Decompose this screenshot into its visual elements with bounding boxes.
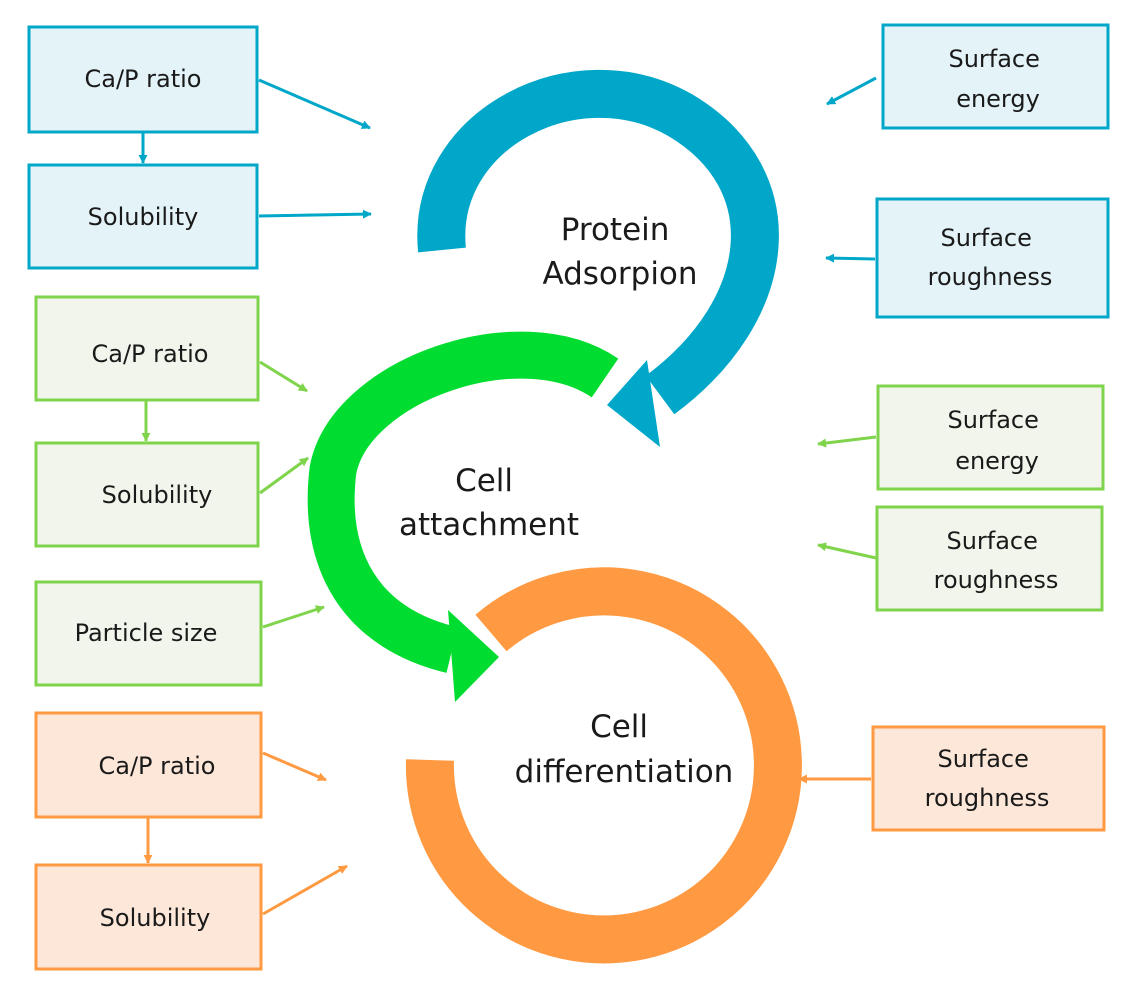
arrow-blue-roughness-to-protein xyxy=(825,253,876,263)
cell-attachment-cycle: Cell attachment xyxy=(307,331,619,702)
green-particle-size-label: Particle size xyxy=(75,619,218,647)
green-surface-roughness-line1: Surface xyxy=(946,527,1037,555)
arrow-blue-solubility-to-protein xyxy=(258,209,372,219)
blue-surface-roughness-line1: Surface xyxy=(940,224,1031,252)
blue-surface-energy-box: Surface energy xyxy=(881,23,1110,130)
cell-attachment-label-line1: Cell xyxy=(455,463,513,499)
arrow-blue-energy-to-protein xyxy=(826,76,877,106)
green-surface-roughness-line2: roughness xyxy=(934,566,1059,594)
arrow-green-ca-p-to-attachment xyxy=(259,360,308,393)
arrow-blue-ca-p-to-protein xyxy=(258,78,371,130)
blue-ca-p-ratio-box: Ca/P ratio xyxy=(27,25,259,134)
protein-adsorption-label: Protein Adsorpion xyxy=(542,212,697,292)
green-surface-energy-line1: Surface xyxy=(947,406,1038,434)
orange-solubility-box: Solubility xyxy=(34,863,263,971)
arrow-green-particle-to-attachment xyxy=(262,605,325,629)
blue-surface-roughness-line2: roughness xyxy=(928,263,1053,291)
blue-surface-energy-line2: energy xyxy=(956,85,1040,113)
green-particle-size-box: Particle size xyxy=(34,580,263,687)
protein-adsorption-cycle: Protein Adsorpion xyxy=(417,69,779,447)
blue-ca-p-ratio-label: Ca/P ratio xyxy=(85,65,202,93)
cell-differentiation-arc xyxy=(405,567,802,964)
arrow-green-solubility-to-attachment xyxy=(259,456,309,495)
arrow-green-roughness-to-attachment xyxy=(817,542,877,560)
green-surface-energy-label: Surface energy xyxy=(947,406,1046,475)
green-surface-roughness-box: Surface roughness xyxy=(875,505,1104,612)
cell-attachment-arrowhead xyxy=(448,610,499,702)
green-surface-energy-box: Surface energy xyxy=(876,384,1105,491)
cell-attachment-label: Cell attachment xyxy=(399,463,579,543)
cell-differentiation-cycle: Cell differentiation xyxy=(405,567,802,964)
arrow-orange-ca-p-to-differentiation xyxy=(262,751,327,782)
orange-ca-p-ratio-box: Ca/P ratio xyxy=(34,711,263,819)
arrow-green-energy-to-attachment xyxy=(817,435,877,448)
blue-surface-roughness-box: Surface roughness xyxy=(875,197,1110,319)
blue-solubility-box: Solubility xyxy=(27,163,259,270)
blue-surface-energy-label: Surface energy xyxy=(948,45,1047,113)
orange-surface-roughness-box: Surface roughness xyxy=(871,725,1106,832)
cell-differentiation-label-line1: Cell xyxy=(590,709,648,745)
green-solubility-label: Solubility xyxy=(102,481,213,509)
orange-surface-roughness-line1: Surface xyxy=(937,745,1028,773)
blue-surface-energy-line1: Surface xyxy=(948,45,1039,73)
protein-adsorption-arc xyxy=(417,69,779,415)
protein-adsorption-label-line1: Protein xyxy=(561,212,670,248)
cell-differentiation-label-line2: differentiation xyxy=(515,754,734,790)
green-solubility-box: Solubility xyxy=(34,441,260,548)
green-ca-p-ratio-label: Ca/P ratio xyxy=(92,340,209,368)
orange-surface-roughness-label: Surface roughness xyxy=(925,745,1050,812)
green-ca-p-ratio-box: Ca/P ratio xyxy=(34,295,260,402)
green-surface-energy-line2: energy xyxy=(955,447,1039,475)
blue-solubility-label: Solubility xyxy=(88,203,199,231)
cell-attachment-arc xyxy=(307,331,619,673)
green-surface-roughness-label: Surface roughness xyxy=(934,527,1059,594)
orange-surface-roughness-line2: roughness xyxy=(925,784,1050,812)
cell-attachment-label-line2: attachment xyxy=(399,507,579,543)
cell-differentiation-label: Cell differentiation xyxy=(515,709,734,790)
orange-solubility-label: Solubility xyxy=(100,904,211,932)
protein-adsorption-arrowhead xyxy=(607,360,660,447)
orange-ca-p-ratio-label: Ca/P ratio xyxy=(99,752,216,780)
protein-adsorption-label-line2: Adsorpion xyxy=(542,256,697,292)
arrow-orange-solubility-to-differentiation xyxy=(262,864,348,916)
blue-surface-roughness-label: Surface roughness xyxy=(928,224,1053,291)
